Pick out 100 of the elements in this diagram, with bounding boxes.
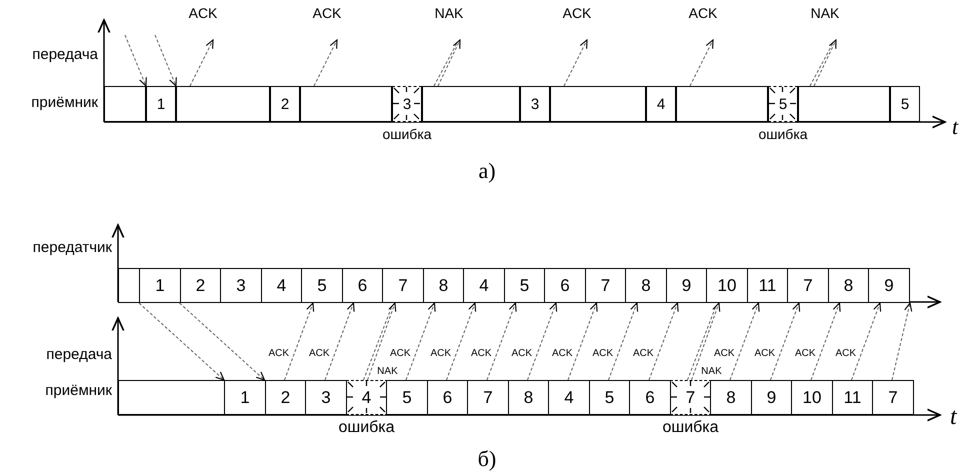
double-dashed-arrow <box>810 39 837 86</box>
frame-cell: 2 <box>270 86 300 122</box>
frame-cell: 2 <box>264 380 306 415</box>
error-caption: ошибка <box>338 420 395 436</box>
error-frame-cell: 4 <box>346 380 388 415</box>
frame-cell: 6 <box>426 380 468 415</box>
edge-label: ACK <box>632 349 654 359</box>
error-frame-cell: 7 <box>670 380 712 415</box>
dashed-arrow <box>690 39 714 86</box>
edge-label: ACK <box>754 349 776 359</box>
frame-cell: 7 <box>467 380 509 415</box>
dashed-arrow <box>406 302 436 380</box>
edge-label: NAK <box>434 6 464 20</box>
dashed-arrow <box>851 302 882 380</box>
edge-label: ACK <box>835 349 856 359</box>
error-caption: ошибка <box>758 127 808 141</box>
frame-cell: 4 <box>646 86 676 122</box>
dashed-arrow <box>314 39 338 86</box>
frame-cell: 8 <box>710 380 752 415</box>
frame-cell: 2 <box>180 268 222 303</box>
error-caption: ошибка <box>382 127 432 141</box>
edge-label: ACK <box>592 349 614 359</box>
dashed-arrow <box>564 39 588 86</box>
frame-cell: 3 <box>520 86 550 122</box>
edge-label: NAK <box>377 367 398 377</box>
edge-label: ACK <box>552 349 573 359</box>
error-frame-cell: 5 <box>768 86 798 122</box>
frame-cell: 11 <box>832 380 874 415</box>
edge-label: ACK <box>188 6 218 20</box>
dashed-arrow <box>770 302 800 380</box>
edge-label: ACK <box>688 6 718 20</box>
axis-label: t <box>950 405 957 429</box>
frame-cell: 9 <box>666 268 708 303</box>
dashed-arrow <box>124 34 147 87</box>
edge-label: ACK <box>312 6 342 20</box>
edge-label: ACK <box>430 349 452 359</box>
dashed-arrow <box>608 302 638 380</box>
error-frame-cell: 3 <box>392 86 422 122</box>
dashed-arrow <box>486 302 517 380</box>
dashed-arrow <box>179 302 266 381</box>
error-caption: ошибка <box>662 420 719 436</box>
edge-label: NAK <box>810 6 840 20</box>
frame-cell: 4 <box>463 268 505 303</box>
edge-label: ACK <box>268 349 290 359</box>
frame-cell: 11 <box>746 268 788 303</box>
dashed-arrow <box>190 39 214 86</box>
edge-label: ACK <box>562 6 592 20</box>
row-label: передатчик <box>32 240 112 255</box>
frame-cell: 5 <box>588 380 630 415</box>
frame-cell: 5 <box>386 380 428 415</box>
edge-label: ACK <box>714 349 735 359</box>
axis-label: t <box>952 116 958 138</box>
dashed-arrow <box>527 302 558 380</box>
edge-label: ACK <box>308 349 330 359</box>
row-label: приёмник <box>45 383 112 398</box>
double-dashed-arrow <box>687 302 720 380</box>
edge-label: ACK <box>511 349 532 359</box>
frame-cell: 9 <box>868 268 910 303</box>
frame-cell: 5 <box>504 268 546 303</box>
frame-cell: 8 <box>828 268 870 303</box>
frame-cell: 10 <box>791 380 833 415</box>
dashed-arrow <box>284 302 314 380</box>
frame-cell: 1 <box>224 380 266 415</box>
frame-cell: 1 <box>139 268 181 303</box>
frame-cell: 9 <box>750 380 792 415</box>
edge-label: ACK <box>794 349 816 359</box>
empty-cell <box>118 268 140 303</box>
frame-cell: 4 <box>548 380 590 415</box>
frame-cell: 7 <box>584 268 626 303</box>
frame-cell: 3 <box>305 380 347 415</box>
frame-cell: 5 <box>890 86 920 122</box>
frame-cell: 8 <box>508 380 550 415</box>
frame-cell: 8 <box>625 268 667 303</box>
dashed-arrow <box>810 302 841 380</box>
dashed-arrow <box>324 302 355 380</box>
row-label: передача <box>46 347 112 362</box>
frame-cell: 4 <box>260 268 302 303</box>
frame-cell: 6 <box>342 268 384 303</box>
frame-cell: 6 <box>629 380 671 415</box>
dashed-arrow <box>138 302 225 381</box>
frame-cell: 1 <box>146 86 176 122</box>
row-label: приёмник <box>31 95 98 110</box>
frame-cell: 5 <box>301 268 343 303</box>
frame-cell: 7 <box>382 268 424 303</box>
panel-label: б) <box>478 448 496 470</box>
dashed-arrow <box>648 302 679 380</box>
frame-cell: 8 <box>422 268 464 303</box>
frame-cell: 7 <box>787 268 829 303</box>
frame-cell: 7 <box>872 380 914 415</box>
double-dashed-arrow <box>363 302 396 380</box>
dashed-arrow <box>154 34 177 87</box>
panel-label: а) <box>478 160 496 182</box>
dashed-arrow <box>892 302 912 380</box>
dashed-arrow <box>446 302 476 380</box>
double-dashed-arrow <box>434 39 461 86</box>
edge-label: ACK <box>470 349 492 359</box>
frame-cell: 10 <box>706 268 748 303</box>
edge-label: NAK <box>701 367 722 377</box>
edge-label: ACK <box>390 349 411 359</box>
dashed-arrow <box>568 302 598 380</box>
